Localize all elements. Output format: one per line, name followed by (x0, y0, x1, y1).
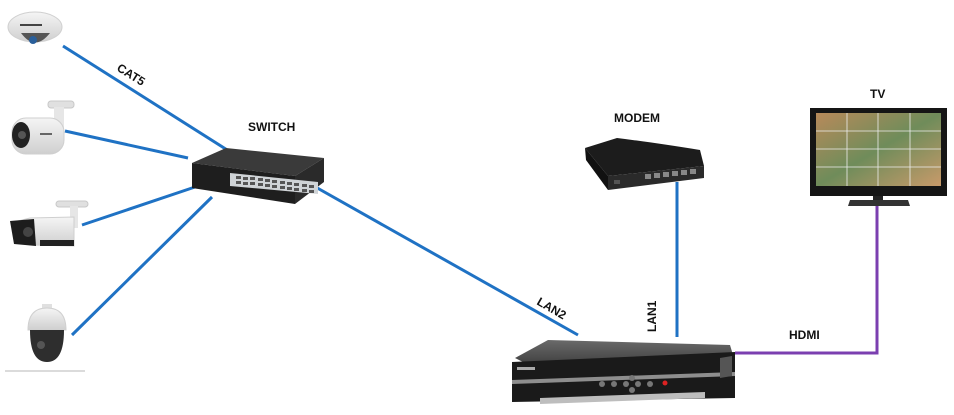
bullet-camera-icon[interactable] (11, 100, 75, 155)
cable-switch-nvr-lan2 (311, 183, 579, 337)
bullet-camera-icon[interactable] (10, 200, 89, 247)
tv-label: TV (870, 87, 885, 101)
cable-nvr-tv-hdmi (735, 205, 879, 355)
cable-camera4-switch (70, 195, 214, 337)
ptz-camera-icon[interactable] (5, 304, 85, 372)
cable-camera2-switch (64, 129, 189, 160)
nvr-icon[interactable] (512, 340, 735, 404)
lan2-label: LAN2 (535, 294, 569, 322)
switch-icon[interactable] (192, 148, 324, 204)
switch-label: SWITCH (248, 120, 295, 134)
modem-label: MODEM (614, 111, 660, 125)
cable-camera3-switch (81, 185, 196, 227)
hdmi-label: HDMI (789, 328, 820, 342)
cat5-label: CAT5 (114, 61, 148, 89)
modem-icon[interactable] (585, 138, 704, 190)
lan1-label: LAN1 (645, 300, 659, 332)
cable-camera1-switch (62, 44, 233, 155)
dome-camera-icon[interactable] (7, 11, 63, 44)
connections (62, 44, 879, 355)
tv-icon[interactable] (810, 108, 947, 206)
